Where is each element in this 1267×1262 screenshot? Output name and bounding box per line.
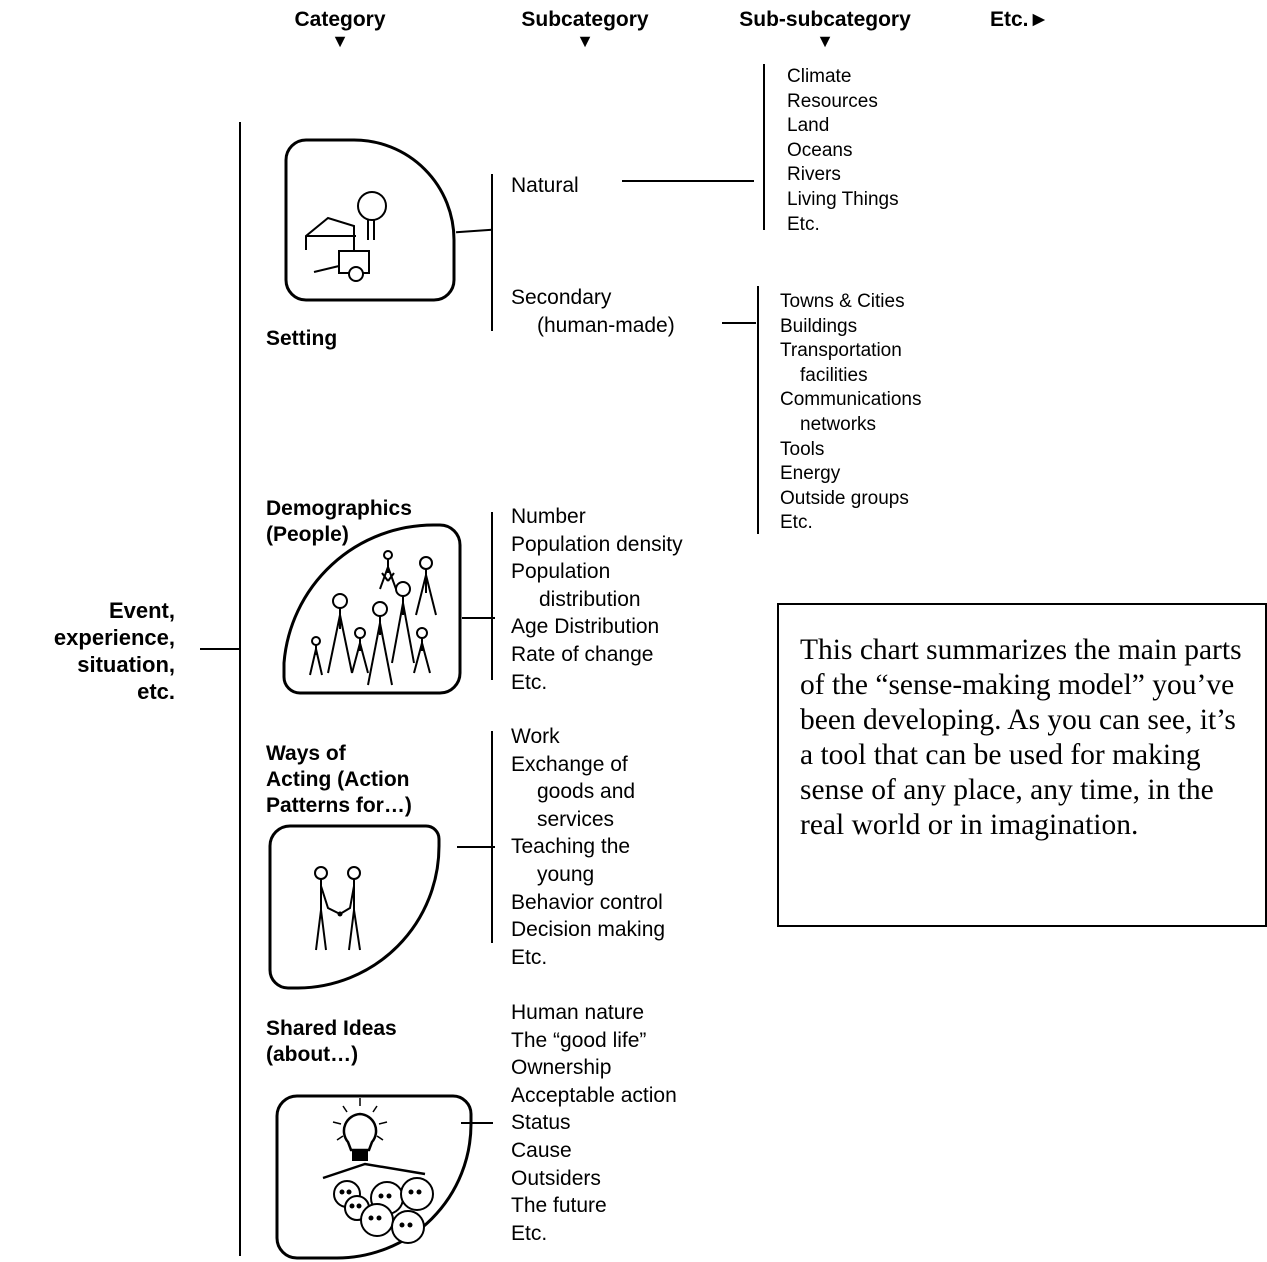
header-etc: Etc.►	[990, 8, 1050, 31]
root-line: situation,	[77, 652, 175, 677]
header-subsubcategory-label: Sub-subcategory	[739, 8, 911, 31]
subcategory-secondary-line: Secondary	[511, 286, 612, 309]
list-item: Acceptable action	[511, 1083, 677, 1107]
subcategory-natural: Natural	[511, 174, 579, 197]
list-item: The future	[511, 1194, 607, 1218]
natural-connector	[622, 180, 754, 182]
list-item: The “good life”	[511, 1028, 647, 1052]
list-item: Rate of change	[511, 642, 654, 666]
list-item: Etc.	[780, 512, 813, 534]
secondary-items-bracket	[757, 286, 759, 534]
list-item: Etc.	[511, 1221, 548, 1245]
category-ways-label: Ways of Acting (Action Patterns for…)	[266, 741, 412, 819]
list-item: Cause	[511, 1138, 572, 1162]
list-item: Buildings	[780, 315, 858, 337]
list-item: Living Things	[787, 188, 899, 210]
category-ways-line: Acting (Action	[266, 768, 410, 791]
subcategory-secondary: Secondary (human-made)	[511, 284, 675, 339]
list-item: Rivers	[787, 164, 841, 186]
demographics-connector	[462, 617, 495, 619]
root-line: experience,	[53, 625, 175, 650]
list-item: Communications	[780, 389, 922, 411]
list-item: Work	[511, 725, 560, 748]
category-ideas-label: Shared Ideas (about…)	[266, 1016, 397, 1068]
crowd-icon	[282, 523, 462, 695]
ways-items-list: Work Exchange of goods and services Teac…	[511, 723, 665, 971]
list-item: Decision making	[511, 918, 666, 942]
subcategory-secondary-line: (human-made)	[537, 313, 675, 337]
list-item: services	[537, 807, 615, 831]
category-setting-label: Setting	[266, 327, 338, 350]
summary-note-text: This chart summarizes the main parts of …	[800, 634, 1242, 841]
down-arrow-icon: ▼	[331, 31, 349, 51]
root-label: Event, experience, situation, etc.	[0, 597, 175, 705]
secondary-connector	[722, 322, 756, 324]
house-tree-cart-icon	[284, 138, 456, 302]
list-item: goods and	[537, 780, 636, 804]
header-category-label: Category	[294, 8, 386, 31]
ways-connector	[457, 846, 495, 848]
list-item: Number	[511, 505, 586, 528]
list-item: Population	[511, 560, 611, 584]
down-arrow-icon: ▼	[576, 31, 594, 51]
ways-bracket	[491, 731, 493, 943]
header-category: Category ▼	[270, 8, 410, 50]
lightbulb-group-icon	[275, 1094, 473, 1260]
natural-items-bracket	[763, 64, 765, 230]
category-demographics-line: (People)	[266, 523, 349, 546]
root-line: etc.	[137, 679, 175, 704]
list-item: Etc.	[511, 945, 548, 969]
down-arrow-icon: ▼	[816, 31, 834, 51]
demographics-items-list: Number Population density Population dis…	[511, 503, 683, 696]
ideas-connector	[461, 1122, 493, 1124]
category-demographics-line: Demographics	[266, 497, 412, 520]
category-ideas-line: Shared Ideas	[266, 1017, 397, 1040]
list-item: Climate	[787, 66, 852, 87]
list-item: Oceans	[787, 139, 853, 161]
setting-branch	[491, 174, 493, 331]
root-line: Event,	[108, 598, 175, 623]
natural-items-list: Climate Resources Land Oceans Rivers Liv…	[787, 65, 899, 237]
list-item: Teaching the	[511, 835, 631, 859]
list-item: Land	[787, 115, 830, 137]
list-item: Human nature	[511, 1001, 645, 1024]
category-demographics-label: Demographics (People)	[266, 496, 412, 548]
list-item: Etc.	[787, 213, 820, 235]
list-item: Outsiders	[511, 1166, 601, 1190]
list-item: Tools	[780, 438, 825, 460]
list-item: networks	[800, 413, 877, 435]
list-item: Population density	[511, 532, 683, 556]
summary-note-box: This chart summarizes the main parts of …	[777, 603, 1267, 927]
list-item: Transportation	[780, 340, 902, 362]
list-item: Etc.	[511, 670, 548, 694]
ideas-items-list: Human nature The “good life” Ownership A…	[511, 999, 677, 1247]
list-item: Status	[511, 1111, 571, 1135]
header-subsubcategory: Sub-subcategory ▼	[735, 8, 915, 50]
handshake-icon	[268, 824, 441, 990]
setting-connector	[455, 228, 493, 234]
list-item: distribution	[539, 587, 641, 611]
list-item: Energy	[780, 463, 841, 485]
list-item: Towns & Cities	[780, 291, 905, 312]
header-subcategory-label: Subcategory	[521, 8, 649, 31]
list-item: Outside groups	[780, 487, 909, 509]
root-connector	[200, 648, 240, 650]
list-item: Ownership	[511, 1056, 612, 1080]
list-item: Age Distribution	[511, 615, 660, 639]
list-item: Exchange of	[511, 752, 628, 776]
list-item: young	[537, 862, 595, 886]
list-item: Resources	[787, 90, 878, 112]
demographics-bracket	[491, 512, 493, 680]
category-ideas-line: (about…)	[266, 1043, 359, 1066]
header-subcategory: Subcategory ▼	[495, 8, 675, 50]
category-ways-line: Ways of	[266, 742, 346, 765]
category-trunk	[239, 122, 241, 1256]
list-item: Behavior control	[511, 890, 663, 914]
category-ways-line: Patterns for…)	[266, 794, 412, 817]
list-item: facilities	[800, 364, 868, 386]
secondary-items-list: Towns & Cities Buildings Transportation …	[780, 290, 922, 536]
